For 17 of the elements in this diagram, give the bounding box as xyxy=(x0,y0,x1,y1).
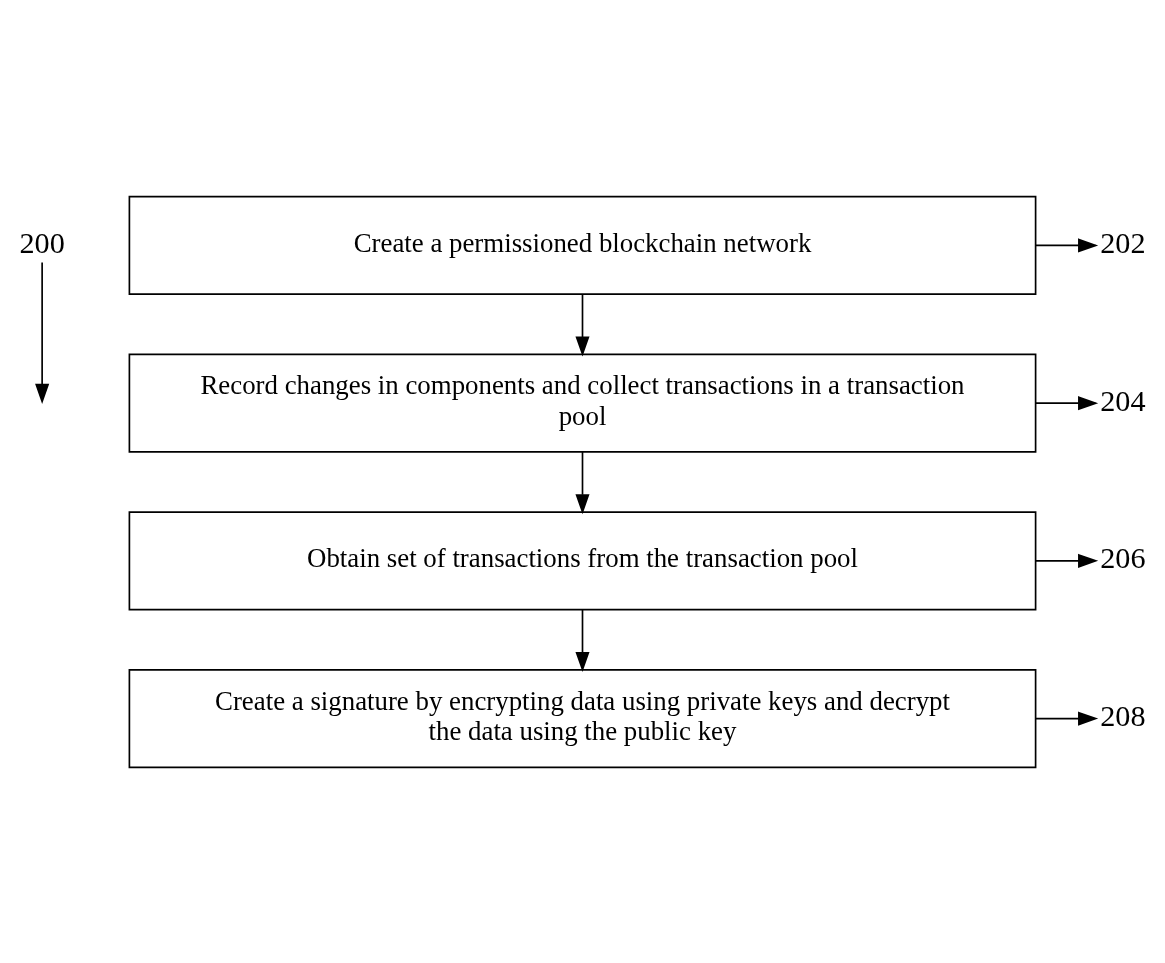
node-box: Obtain set of transactions from the transaction pool xyxy=(128,510,1037,610)
arrow xyxy=(575,608,590,672)
node-text: 202 xyxy=(1100,225,1146,260)
node-text: 206 xyxy=(1100,540,1146,575)
node-text: 200 xyxy=(19,225,65,260)
node-text: 204 xyxy=(1100,383,1146,418)
node-box: Create a signature by encrypting data using private keys and decrypt the data using the public key xyxy=(128,668,1037,768)
node-text: 208 xyxy=(1100,698,1146,733)
node-box: Record changes in components and collect transactions in a transaction pool xyxy=(128,353,1037,453)
arrow xyxy=(575,292,590,357)
arrow xyxy=(1034,395,1099,410)
node-box: Create a permissioned blockchain network xyxy=(128,195,1037,295)
arrow xyxy=(35,261,50,404)
arrow xyxy=(575,450,590,514)
arrow xyxy=(1034,553,1099,568)
arrow xyxy=(1034,711,1099,726)
arrow xyxy=(1034,237,1099,252)
